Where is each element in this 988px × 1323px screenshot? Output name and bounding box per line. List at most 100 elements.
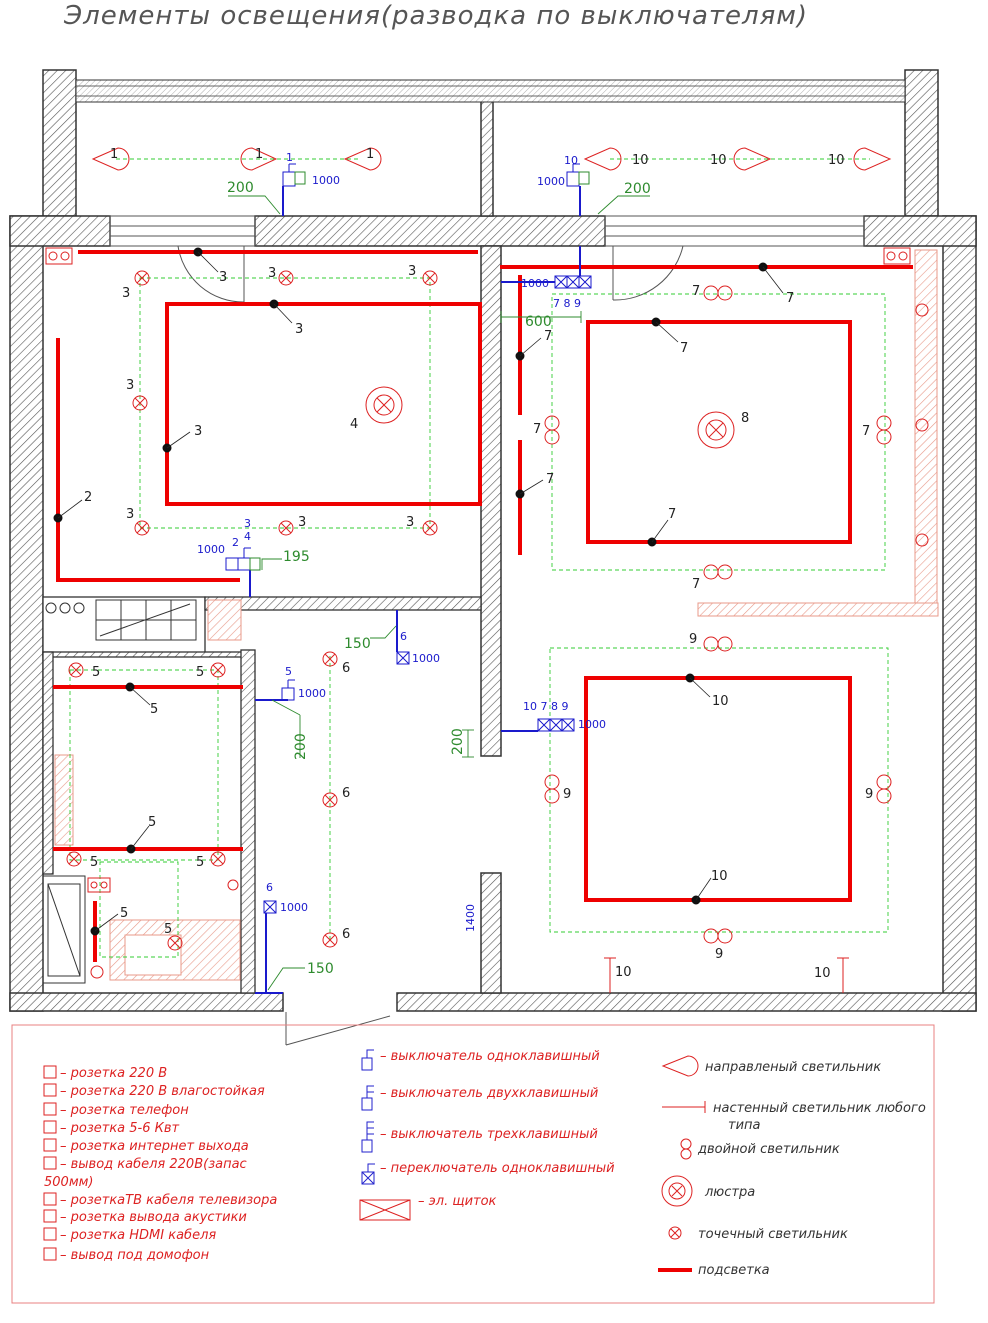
label-10g: 10 bbox=[814, 966, 831, 981]
walls bbox=[9, 69, 977, 1012]
label-5f: 5 bbox=[196, 855, 204, 870]
legend-right-0: направленый светильник bbox=[705, 1060, 881, 1075]
label-10b: 10 bbox=[710, 153, 727, 168]
label-4: 4 bbox=[350, 417, 358, 432]
switch-h-10789: 1000 bbox=[578, 718, 606, 731]
legend-mid-0: – выключатель одноклавишный bbox=[380, 1049, 600, 1064]
legend-left-1: – розетка 220 В влагостойкая bbox=[60, 1084, 265, 1099]
legend-left-0: – розетка 220 В bbox=[60, 1066, 167, 1081]
dim-200d: 200 bbox=[450, 728, 466, 755]
door-swings bbox=[177, 245, 684, 1046]
dim-200c: 200 bbox=[293, 733, 309, 760]
legend-left-8: – розетка вывода акустики bbox=[60, 1210, 247, 1225]
legend-right-4: люстра bbox=[704, 1185, 755, 1200]
leader-lines bbox=[57, 251, 784, 932]
wall-lights bbox=[604, 957, 849, 993]
label-5g: 5 bbox=[120, 906, 128, 921]
label-7a: 7 bbox=[692, 284, 700, 299]
switch-h-789: 1000 bbox=[521, 277, 549, 290]
switch-h-1: 1000 bbox=[312, 174, 340, 187]
label-3b: 3 bbox=[122, 286, 130, 301]
label-5e: 5 bbox=[90, 855, 98, 870]
plan-labels: 1 1 1 10 10 10 3 3 3 3 3 3 3 3 3 3 4 2 7… bbox=[84, 147, 873, 981]
switch-h-234: 1000 bbox=[197, 543, 225, 556]
label-9d: 9 bbox=[715, 947, 723, 962]
switch-num-3: 3 bbox=[244, 517, 251, 530]
switch-num-789: 7 8 9 bbox=[553, 297, 581, 310]
label-3a: 3 bbox=[219, 270, 227, 285]
label-1c: 1 bbox=[366, 147, 374, 162]
switch-num-4: 4 bbox=[244, 530, 251, 543]
chandeliers bbox=[365, 386, 735, 449]
label-5h: 5 bbox=[164, 922, 172, 937]
label-3g: 3 bbox=[194, 424, 202, 439]
label-7i: 7 bbox=[692, 577, 700, 592]
label-3f: 3 bbox=[126, 378, 134, 393]
legend-mid-1: – выключатель двухклавишный bbox=[380, 1086, 598, 1101]
dim-195: 195 bbox=[283, 549, 310, 565]
dim-200b: 200 bbox=[624, 181, 651, 197]
label-3j: 3 bbox=[406, 515, 414, 530]
label-7b: 7 bbox=[786, 291, 794, 306]
label-9b: 9 bbox=[563, 787, 571, 802]
switch-h-5: 1000 bbox=[298, 687, 326, 700]
legend-right-3: двойной светильник bbox=[697, 1142, 840, 1157]
label-6a: 6 bbox=[342, 661, 350, 676]
balcony-glazing bbox=[75, 79, 906, 103]
switch-num-1: 1 bbox=[286, 151, 293, 164]
legend-left-7: – розеткаТВ кабеля телевизора bbox=[60, 1193, 277, 1208]
switch-labels: 1 1000 10 1000 1000 7 8 9 3 4 2 1000 6 1… bbox=[197, 151, 606, 932]
label-6c: 6 bbox=[342, 927, 350, 942]
legend-left-9: – розетка HDMI кабеля bbox=[60, 1228, 216, 1243]
label-3e: 3 bbox=[295, 322, 303, 337]
label-10e: 10 bbox=[711, 869, 728, 884]
label-3c: 3 bbox=[268, 266, 276, 281]
switches bbox=[225, 163, 592, 914]
label-6b: 6 bbox=[342, 786, 350, 801]
switch-num-6b: 6 bbox=[266, 881, 273, 894]
label-3h: 3 bbox=[126, 507, 134, 522]
label-7e: 7 bbox=[533, 422, 541, 437]
label-8: 8 bbox=[741, 411, 749, 426]
label-7d: 7 bbox=[544, 329, 552, 344]
finish-hatching bbox=[54, 249, 939, 981]
legend-mid-2: – выключатель трехклавишный bbox=[380, 1127, 598, 1142]
legend-mid-3: – переключатель одноклавишный bbox=[380, 1161, 615, 1176]
label-3i: 3 bbox=[298, 515, 306, 530]
dimension-lines bbox=[228, 195, 650, 991]
legend-right-5: точечный светильник bbox=[698, 1227, 848, 1242]
legend-left-10: – вывод под домофон bbox=[60, 1248, 210, 1263]
led-strips bbox=[53, 250, 913, 962]
switch-green-marks bbox=[249, 171, 590, 571]
label-10d: 10 bbox=[712, 694, 729, 709]
label-1a: 1 bbox=[110, 147, 118, 162]
label-5b: 5 bbox=[196, 665, 204, 680]
legend-right-2: типа bbox=[728, 1118, 761, 1133]
label-10f: 10 bbox=[615, 965, 632, 980]
switch-num-2: 2 bbox=[232, 536, 239, 549]
switch-wiring bbox=[249, 186, 581, 994]
switch-num-5: 5 bbox=[285, 665, 292, 678]
dim-150b: 150 bbox=[307, 961, 334, 977]
label-10a: 10 bbox=[632, 153, 649, 168]
label-3d: 3 bbox=[408, 264, 416, 279]
label-2: 2 bbox=[84, 490, 92, 505]
strip-nodes bbox=[53, 247, 768, 936]
switch-num-10: 10 bbox=[564, 154, 578, 167]
legend-left-5: – вывод кабеля 220В(запас bbox=[60, 1157, 247, 1172]
windows bbox=[109, 215, 865, 247]
label-5a: 5 bbox=[92, 665, 100, 680]
legend: – розетка 220 В – розетка 220 В влагосто… bbox=[11, 1024, 935, 1304]
legend-mid-4: – эл. щиток bbox=[418, 1194, 497, 1209]
switch-num-10789: 10 7 8 9 bbox=[523, 700, 568, 713]
label-9a: 9 bbox=[689, 632, 697, 647]
double-lights bbox=[544, 285, 892, 944]
label-5c: 5 bbox=[150, 702, 158, 717]
dim-1400: 1400 bbox=[464, 904, 477, 932]
label-7h: 7 bbox=[668, 507, 676, 522]
legend-left-4: – розетка интернет выхода bbox=[60, 1139, 249, 1154]
switch-h-6a: 1000 bbox=[412, 652, 440, 665]
legend-right-1: настенный светильник любого bbox=[713, 1101, 926, 1116]
label-10c: 10 bbox=[828, 153, 845, 168]
